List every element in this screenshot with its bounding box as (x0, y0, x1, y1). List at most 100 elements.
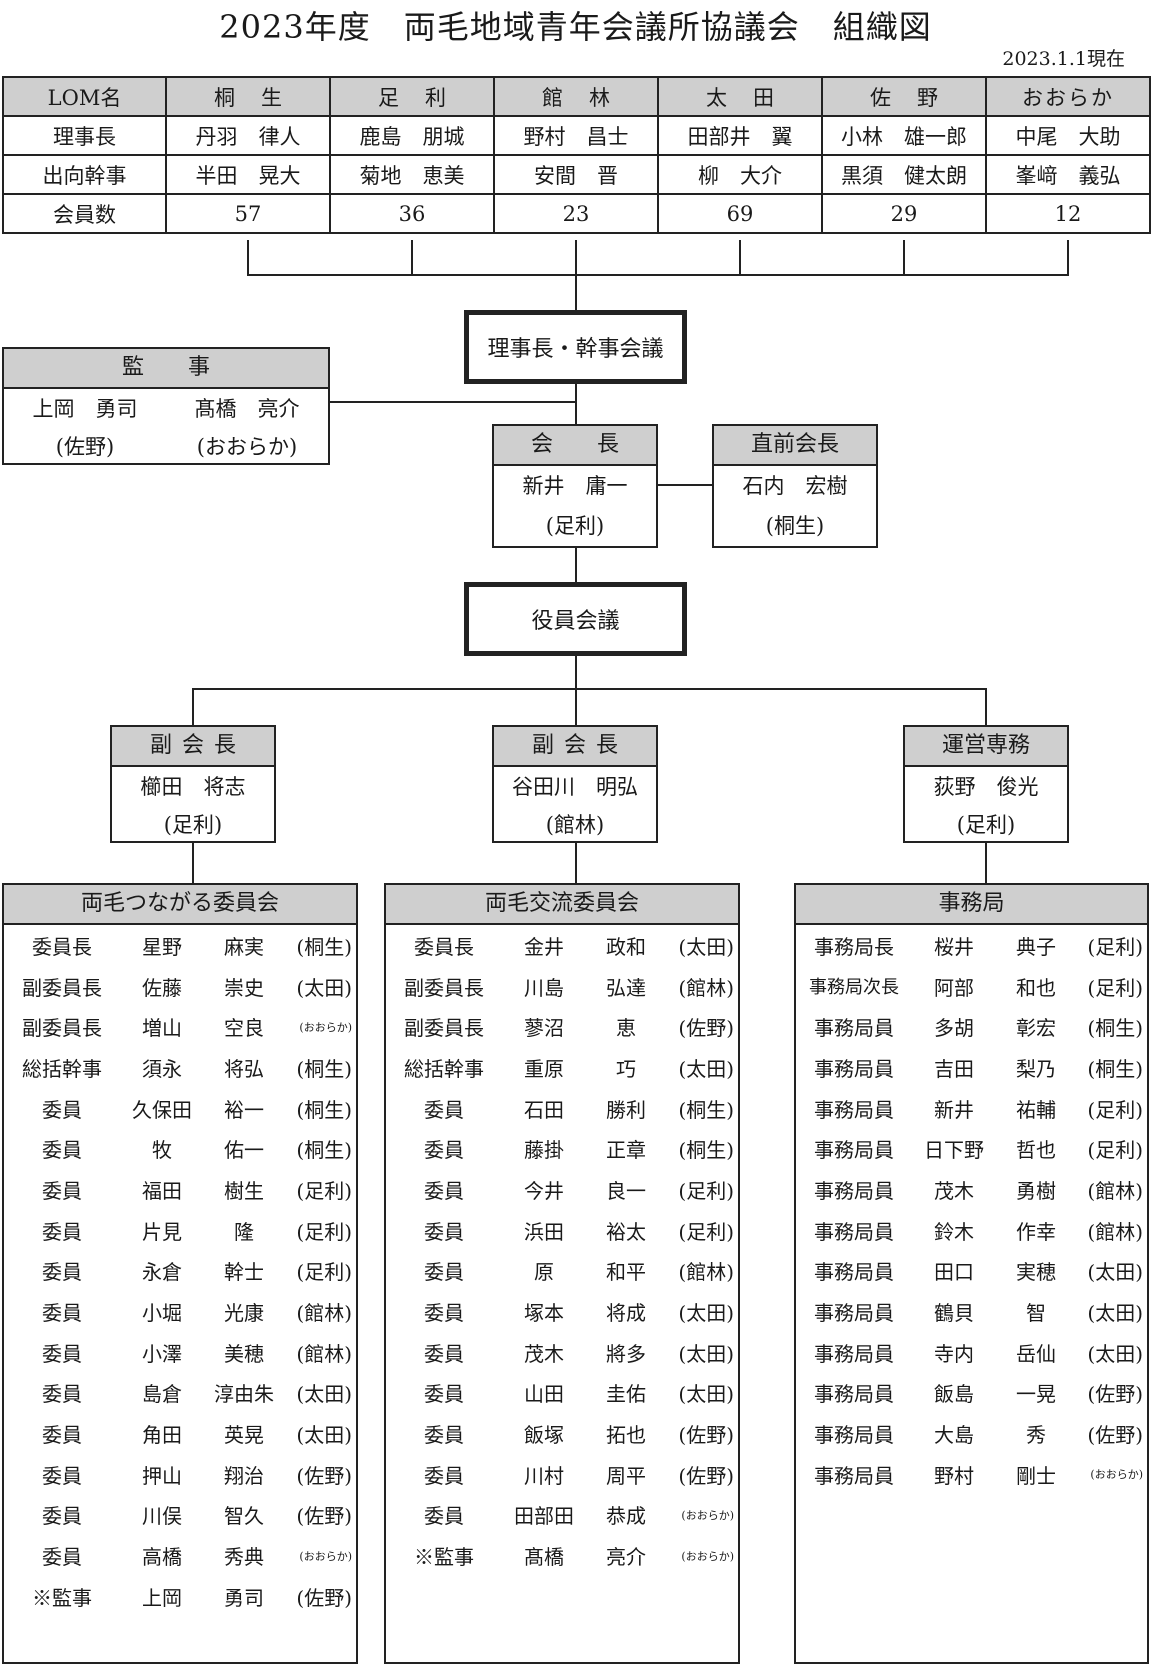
member-lom: (佐野) (678, 1423, 734, 1448)
member-given-name: 拓也 (606, 1423, 646, 1448)
lom-name-ota: 太田 (657, 76, 823, 117)
member-surname: 髙橋 (524, 1545, 564, 1570)
committee-member-list: 委員長星野麻実(桐生)副委員長佐藤崇史(太田)副委員長増山空良(おおらか)総括幹… (4, 925, 356, 1617)
member-surname: 角田 (142, 1423, 182, 1448)
member-role: 総括幹事 (404, 1056, 484, 1081)
member-given-name: 一晃 (1016, 1382, 1056, 1407)
lom-secretary: 柳 大介 (657, 154, 823, 195)
member-given-name: 麻実 (224, 934, 264, 959)
lom-chairman: 鹿島 朋城 (329, 115, 495, 156)
member-role: 委員 (424, 1178, 464, 1203)
vice-president-name: 谷田川 明弘 (512, 775, 638, 799)
lom-header-label: LOM名 (2, 76, 167, 117)
auditor-box: 監 事 上岡 勇司 髙橋 亮介 (佐野) (おおらか) (2, 347, 330, 465)
member-given-name: 良一 (606, 1178, 646, 1203)
lom-chairman: 野村 昌士 (493, 115, 659, 156)
member-surname: 山田 (524, 1382, 564, 1407)
list-item: 委員塚本将成(太田) (386, 1291, 738, 1332)
list-item: 委員角田英晃(太田) (4, 1413, 356, 1454)
member-lom: (桐生) (296, 934, 352, 959)
committee-title: 事務局 (796, 885, 1147, 925)
member-role: 委員 (424, 1382, 464, 1407)
member-given-name: 將多 (606, 1341, 646, 1366)
list-item: 委員永倉幹士(足利) (4, 1251, 356, 1292)
member-role: 委員 (42, 1504, 82, 1529)
list-item: 委員牧佑一(桐生) (4, 1128, 356, 1169)
member-surname: 茂木 (934, 1178, 974, 1203)
member-lom: (太田) (296, 975, 352, 1000)
past-president-lom: (桐生) (765, 514, 825, 538)
list-item: 委員茂木將多(太田) (386, 1332, 738, 1373)
member-role: 委員 (424, 1097, 464, 1122)
list-item: ※監事髙橋亮介(おおらか) (386, 1535, 738, 1576)
connector-line (575, 384, 577, 424)
member-role: 委員 (42, 1260, 82, 1285)
lom-secretary: 安間 晋 (493, 154, 659, 195)
member-role: 委員 (424, 1341, 464, 1366)
president-title: 会 長 (494, 426, 656, 466)
list-item: 副委員長佐藤崇史(太田) (4, 966, 356, 1007)
member-role: 委員 (42, 1341, 82, 1366)
list-item: 委員久保田裕一(桐生) (4, 1088, 356, 1129)
member-lom: (足利) (1087, 1138, 1143, 1163)
member-lom: (足利) (678, 1178, 734, 1203)
connector-line (903, 240, 905, 276)
committee-box-secretariat: 事務局 事務局長桜井典子(足利)事務局次長阿部和也(足利)事務局員多胡彰宏(桐生… (794, 883, 1149, 1664)
lom-name-tatebayashi: 館林 (493, 76, 659, 117)
member-role: 事務局員 (814, 1097, 894, 1122)
member-surname: 石田 (524, 1097, 564, 1122)
member-role: ※監事 (32, 1585, 92, 1610)
list-item: 委員石田勝利(桐生) (386, 1088, 738, 1129)
lom-chairman: 小林 雄一郎 (821, 115, 987, 156)
member-lom: (館林) (678, 1260, 734, 1285)
member-given-name: 崇史 (224, 975, 264, 1000)
member-role: 副委員長 (404, 975, 484, 1000)
member-surname: 原 (534, 1260, 554, 1285)
member-lom: (佐野) (296, 1504, 352, 1529)
list-item: 事務局次長阿部和也(足利) (796, 966, 1147, 1007)
list-item: 委員福田樹生(足利) (4, 1169, 356, 1210)
committee-title: 両毛つながる委員会 (4, 885, 356, 925)
list-item: 副委員長蓼沼恵(佐野) (386, 1006, 738, 1047)
page-title: 2023年度 両毛地域青年会議所協議会 組織図 (219, 8, 932, 46)
member-given-name: 樹生 (224, 1178, 264, 1203)
member-given-name: 佑一 (224, 1138, 264, 1163)
member-surname: 藤掛 (524, 1138, 564, 1163)
member-surname: 川俣 (142, 1504, 182, 1529)
member-given-name: 典子 (1016, 934, 1056, 959)
member-given-name: 政和 (606, 934, 646, 959)
vice-president-title: 副会長 (112, 727, 274, 767)
member-role: 委員 (424, 1463, 464, 1488)
member-lom: (桐生) (678, 1138, 734, 1163)
connector-line (575, 546, 577, 582)
member-given-name: 淳由朱 (214, 1382, 274, 1407)
member-lom: (佐野) (1087, 1382, 1143, 1407)
list-item: 委員山田圭佑(太田) (386, 1373, 738, 1414)
member-given-name: 剛士 (1016, 1463, 1056, 1488)
member-surname: 増山 (142, 1016, 182, 1041)
past-president-name: 石内 宏樹 (742, 474, 848, 498)
member-given-name: 彰宏 (1016, 1016, 1056, 1041)
member-surname: 大島 (934, 1423, 974, 1448)
list-item: 委員川俣智久(佐野) (4, 1495, 356, 1536)
lom-secretary: 菊地 恵美 (329, 154, 495, 195)
auditor-name: 髙橋 亮介 (194, 397, 300, 421)
member-surname: 牧 (152, 1138, 172, 1163)
member-role: 委員 (424, 1260, 464, 1285)
member-role: 事務局員 (814, 1301, 894, 1326)
member-lom: (足利) (1087, 1097, 1143, 1122)
managing-director-name: 荻野 俊光 (933, 775, 1039, 799)
member-role: 委員 (424, 1504, 464, 1529)
member-role: 事務局員 (814, 1178, 894, 1203)
member-lom: (太田) (1087, 1260, 1143, 1285)
list-item: 事務局長桜井典子(足利) (796, 925, 1147, 966)
as-of-date: 2023.1.1現在 (1002, 48, 1125, 70)
member-role: 事務局員 (814, 1423, 894, 1448)
member-lom: (おおらか) (681, 1508, 734, 1522)
row-label-secretary: 出向幹事 (2, 154, 167, 195)
connector-line (575, 274, 577, 310)
member-lom: (館林) (678, 975, 734, 1000)
member-surname: 小澤 (142, 1341, 182, 1366)
member-role: 事務局員 (814, 1056, 894, 1081)
member-surname: 茂木 (524, 1341, 564, 1366)
